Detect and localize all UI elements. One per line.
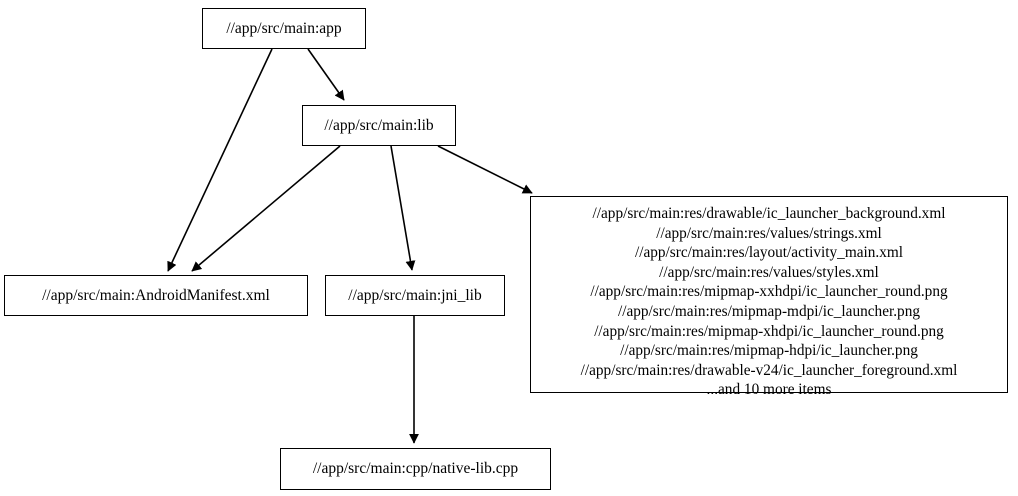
resource-line: //app/src/main:res/mipmap-mdpi/ic_launch…	[617, 302, 921, 320]
graph-node-android-manifest[interactable]: //app/src/main:AndroidManifest.xml	[4, 275, 308, 316]
edge-app-to-manifest	[167, 48, 273, 272]
graph-node-app[interactable]: //app/src/main:app	[202, 8, 366, 49]
resource-overflow-label: ...and 10 more items	[706, 381, 832, 399]
graph-node-jni-lib[interactable]: //app/src/main:jni_lib	[325, 275, 505, 316]
resource-line: //app/src/main:res/mipmap-xxhdpi/ic_laun…	[590, 283, 948, 301]
resource-line: //app/src/main:res/values/styles.xml	[659, 263, 879, 281]
resource-line: //app/src/main:res/drawable/ic_launcher_…	[592, 205, 946, 222]
edge-lib-to-jni_lib	[390, 145, 416, 271]
graph-node-lib[interactable]: //app/src/main:lib	[302, 105, 456, 146]
edge-lib-to-manifest	[191, 145, 341, 272]
edge-app-to-lib	[307, 48, 345, 101]
resource-line: //app/src/main:res/drawable-v24/ic_launc…	[580, 361, 958, 379]
graph-node-native-lib-cpp[interactable]: //app/src/main:cpp/native-lib.cpp	[280, 448, 551, 490]
resource-line: //app/src/main:res/layout/activity_main.…	[634, 244, 904, 262]
graph-node-resources[interactable]: //app/src/main:res/drawable/ic_launcher_…	[530, 196, 1008, 398]
resource-line: //app/src/main:res/values/strings.xml	[656, 224, 882, 242]
resource-line: //app/src/main:res/mipmap-hdpi/ic_launch…	[620, 342, 918, 360]
resource-line: //app/src/main:res/mipmap-xhdpi/ic_launc…	[594, 322, 944, 340]
edge-lib-to-resources	[437, 145, 533, 194]
